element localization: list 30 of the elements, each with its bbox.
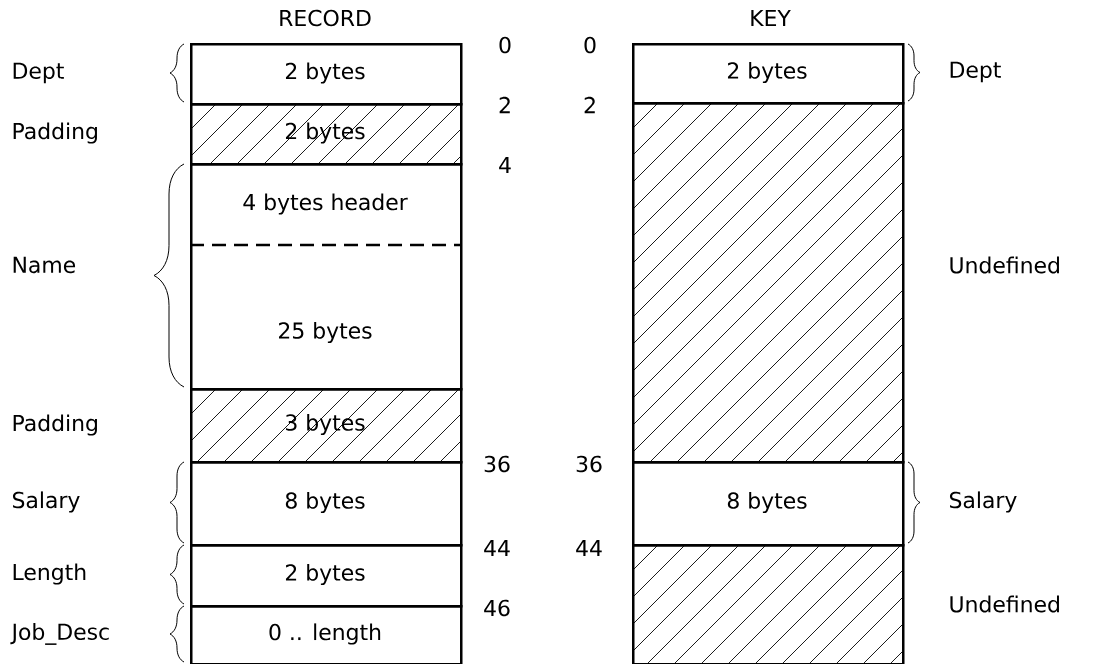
offset-number: 4 — [499, 157, 511, 173]
field-name: Dept — [950, 61, 1001, 83]
field-name: Undefined — [950, 595, 1059, 613]
memory-cell: 2 bytes — [190, 544, 463, 608]
field-name: Salary — [949, 491, 1017, 513]
hatched-cell — [632, 102, 905, 464]
offset-number: 2 — [584, 96, 595, 114]
offset-number: 0 — [499, 36, 511, 54]
field-name: Name — [13, 256, 76, 274]
memory-cell: 8 bytes — [632, 461, 905, 547]
offset-number: 44 — [576, 540, 602, 556]
offset-number: 2 — [499, 96, 510, 114]
hatched-cell — [632, 544, 905, 664]
field-name: Length — [13, 563, 86, 585]
field-name: Job_Desc — [10, 623, 109, 645]
field-name: Salary — [12, 491, 80, 513]
field-name: Dept — [13, 62, 64, 84]
memory-cell: 2 bytes — [190, 43, 463, 106]
offset-number: 44 — [484, 540, 510, 556]
field-name: Padding — [13, 122, 97, 144]
memory-cell: 2 bytes — [632, 43, 905, 105]
offset-number: 0 — [584, 36, 596, 54]
offset-number: 36 — [484, 455, 510, 473]
memory-cell: 4 bytes header 25 bytes — [190, 163, 463, 391]
offset-number: 46 — [484, 599, 510, 617]
memory-cell: 8 bytes — [190, 461, 463, 547]
field-name: Undefined — [950, 256, 1059, 274]
offset-number: 36 — [576, 455, 602, 473]
memory-cell: 0 .. length — [190, 605, 463, 664]
field-name: Padding — [13, 414, 97, 436]
